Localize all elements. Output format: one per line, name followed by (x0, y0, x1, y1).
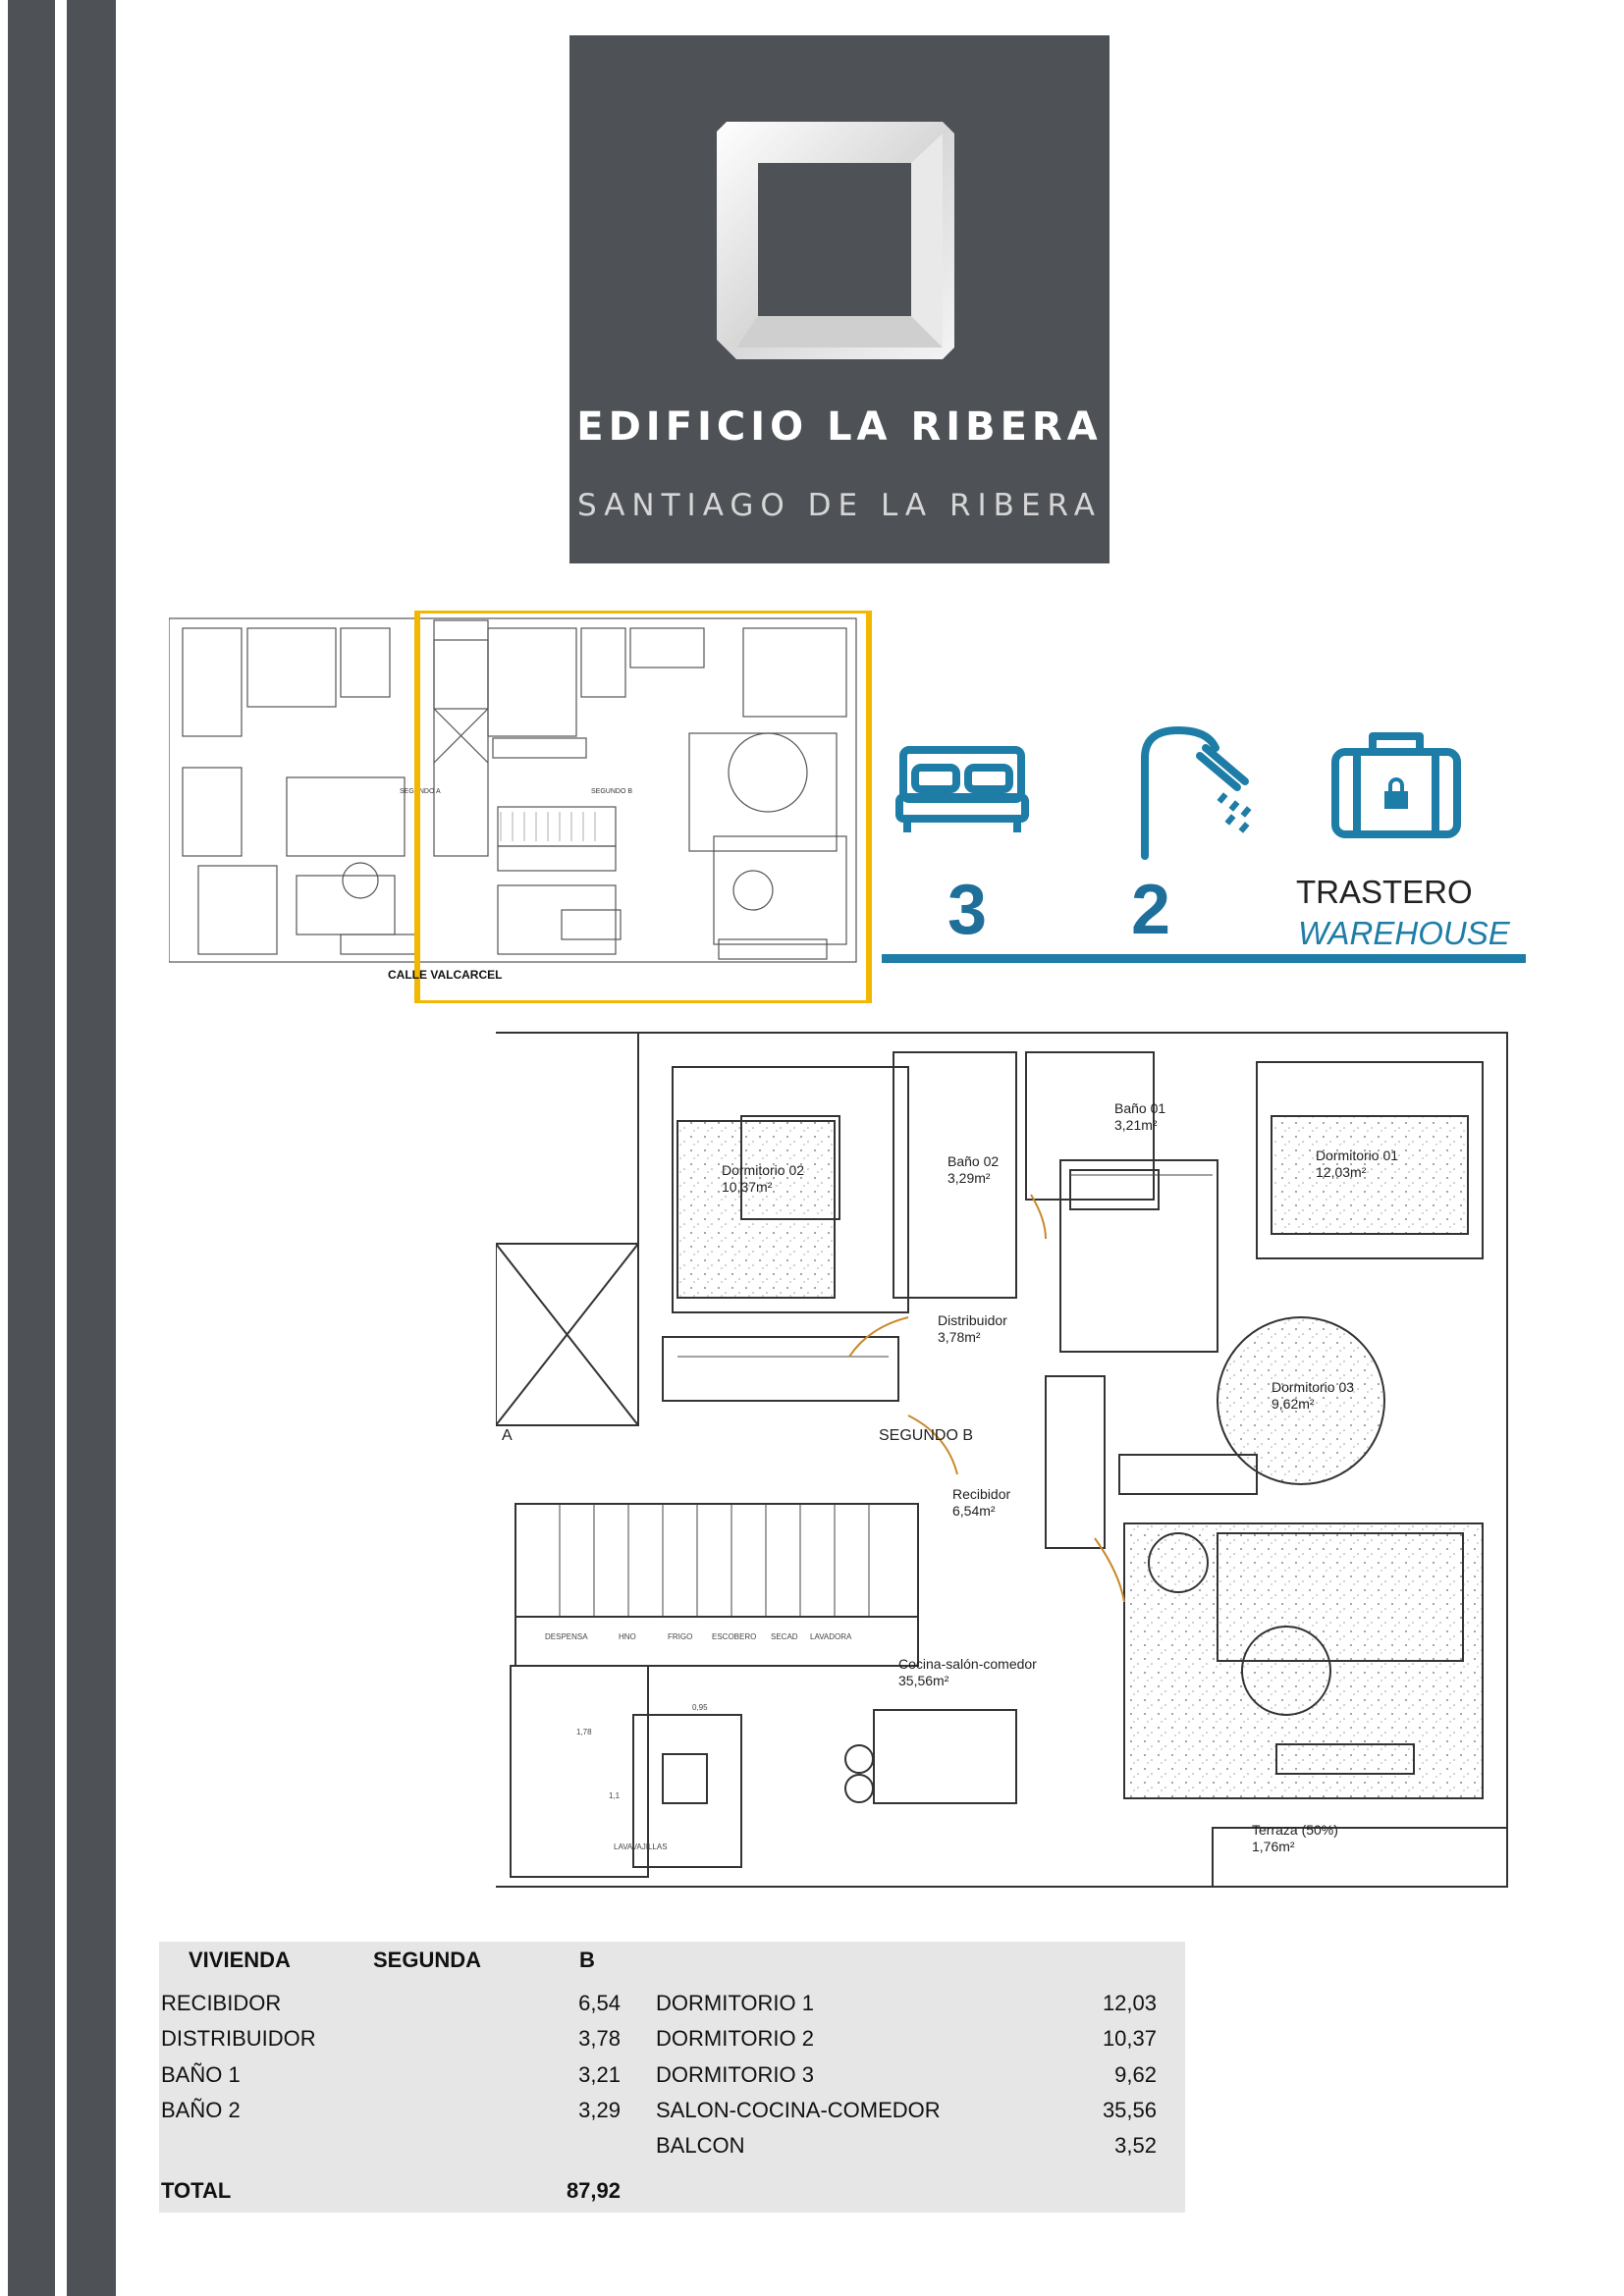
row-value-dormitorio-1: 12,03 (1102, 1991, 1157, 2015)
square-frame-logo-icon (717, 122, 954, 359)
row-label-dormitorio-1: DORMITORIO 1 (656, 1991, 814, 2015)
table-header-floor: SEGUNDA (373, 1948, 482, 1972)
dimension-1: 0,95 (692, 1703, 708, 1712)
row-label-salon: SALON-COCINA-COMEDOR (656, 2098, 941, 2122)
room-area-cocina: 35,56m² (898, 1673, 949, 1688)
left-stripe-1 (8, 0, 55, 2296)
row-value-bano-2: 3,29 (578, 2098, 621, 2122)
luggage-icon (1331, 732, 1461, 838)
storage-label: TRASTERO (1296, 874, 1473, 910)
room-area-distribuidor: 3,78m² (938, 1329, 981, 1345)
room-area-bano-02: 3,29m² (947, 1170, 991, 1186)
dimension-3: 1,1 (609, 1791, 621, 1800)
room-name-terraza: Terraza (50%) (1252, 1822, 1338, 1838)
dishwasher-label: LAVAVAJILLAS (614, 1842, 668, 1851)
room-name-dormitorio-02: Dormitorio 02 (722, 1162, 804, 1178)
kitchen-item-2: HNO (619, 1632, 636, 1641)
kitchen-item-4: ESCOBERO (712, 1632, 756, 1641)
row-label-dormitorio-3: DORMITORIO 3 (656, 2062, 814, 2087)
room-name-dormitorio-01: Dormitorio 01 (1316, 1148, 1398, 1163)
bathroom-count: 2 (1131, 871, 1171, 949)
row-value-recibidor: 6,54 (578, 1991, 621, 2015)
room-name-cocina: Cocina-salón-comedor (898, 1656, 1037, 1672)
row-label-distribuidor: DISTRIBUIDOR (161, 2026, 316, 2051)
neighbor-unit-label: A (502, 1427, 513, 1444)
overview-label-b: SEGUNDO B (591, 788, 632, 795)
room-area-bano-01: 3,21m² (1114, 1117, 1158, 1133)
room-area-recibidor: 6,54m² (952, 1503, 996, 1519)
area-table: VIVIENDA SEGUNDA B RECIBIDOR 6,54 DISTRI… (159, 1942, 1185, 2213)
table-header-vivienda: VIVIENDA (189, 1948, 291, 1972)
row-value-dormitorio-2: 10,37 (1102, 2026, 1157, 2051)
dimension-2: 1,78 (576, 1728, 592, 1736)
row-label-bano-2: BAÑO 2 (161, 2098, 241, 2122)
row-label-recibidor: RECIBIDOR (161, 1991, 282, 2015)
room-name-distribuidor: Distribuidor (938, 1312, 1007, 1328)
room-area-terraza: 1,76m² (1252, 1839, 1295, 1854)
logo-subtitle: SANTIAGO DE LA RIBERA (576, 488, 1103, 523)
total-value: 87,92 (566, 2178, 621, 2203)
room-name-recibidor: Recibidor (952, 1486, 1010, 1502)
bedroom-count: 3 (947, 871, 988, 949)
row-value-balcon: 3,52 (1114, 2133, 1157, 2158)
kitchen-item-1: DESPENSA (545, 1632, 588, 1641)
kitchen-item-6: LAVADORA (810, 1632, 852, 1641)
left-stripe-2 (67, 0, 116, 2296)
table-header-unit: B (579, 1948, 595, 1972)
bed-icon (895, 746, 1029, 832)
kitchen-item-5: SECAD (771, 1632, 798, 1641)
room-name-dormitorio-03: Dormitorio 03 (1272, 1379, 1354, 1395)
logo-title: EDIFICIO LA RIBERA (576, 404, 1103, 450)
floor-plan-detail: Dormitorio 02 10,37m² Baño 02 3,29m² Bañ… (496, 1032, 1508, 1888)
row-value-distribuidor: 3,78 (578, 2026, 621, 2051)
row-label-balcon: BALCON (656, 2133, 745, 2158)
kitchen-item-3: FRIGO (668, 1632, 692, 1641)
street-label: CALLE VALCARCEL (388, 968, 503, 982)
room-area-dormitorio-01: 12,03m² (1316, 1164, 1367, 1180)
room-area-dormitorio-03: 9,62m² (1272, 1396, 1315, 1412)
row-value-salon: 35,56 (1102, 2098, 1157, 2122)
unit-label: SEGUNDO B (879, 1427, 973, 1444)
row-value-bano-1: 3,21 (578, 2062, 621, 2087)
row-value-dormitorio-3: 9,62 (1114, 2062, 1157, 2087)
shower-icon (1141, 725, 1252, 860)
feature-underline (882, 954, 1526, 963)
floor-plan-overview: SEGUNDO A SEGUNDO B (169, 611, 872, 1003)
room-name-bano-02: Baño 02 (947, 1153, 999, 1169)
row-label-dormitorio-2: DORMITORIO 2 (656, 2026, 814, 2051)
room-name-bano-01: Baño 01 (1114, 1100, 1165, 1116)
selected-unit-highlight (414, 611, 872, 1003)
row-label-bano-1: BAÑO 1 (161, 2062, 241, 2087)
room-area-dormitorio-02: 10,37m² (722, 1179, 773, 1195)
building-logo: EDIFICIO LA RIBERA SANTIAGO DE LA RIBERA (569, 35, 1110, 563)
total-label: TOTAL (161, 2178, 232, 2203)
storage-label-english: WAREHOUSE (1298, 915, 1510, 951)
